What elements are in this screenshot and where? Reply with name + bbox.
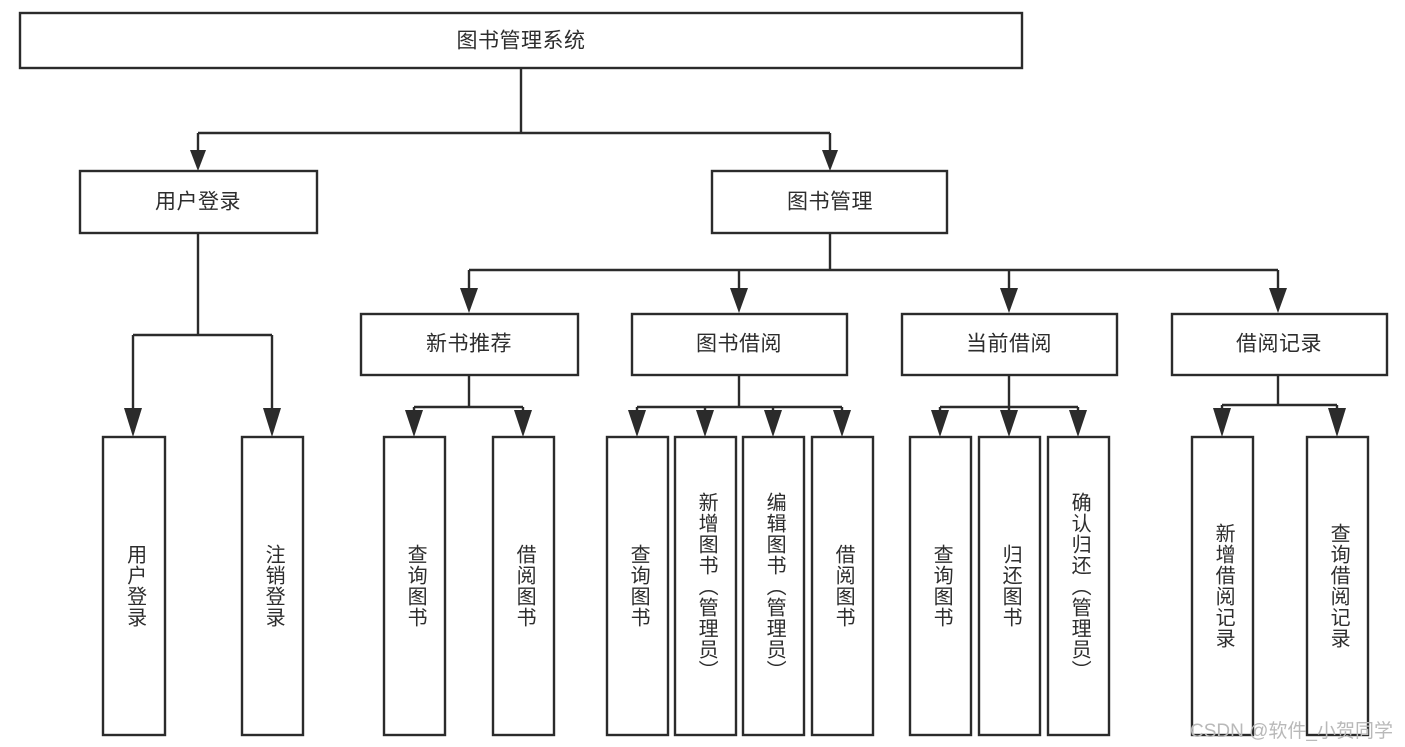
arrowhead-leaf-logout — [263, 408, 281, 437]
node-leaf-query-book-3-box[interactable] — [908, 435, 973, 737]
node-leaf-add-record-box[interactable] — [1190, 435, 1255, 737]
node-user-login-label: 用户登录 — [155, 191, 241, 214]
arrowhead-leaf-borrow-book-2 — [833, 410, 851, 437]
node-leaf-edit-book-label: 编辑图书（管理员） — [763, 491, 786, 681]
arrowhead-leaf-edit-book — [764, 410, 782, 437]
node-new-book-rec[interactable]: 新书推荐 — [359, 312, 580, 377]
node-current-borrow-label: 当前借阅 — [966, 333, 1052, 356]
node-leaf-user-login[interactable]: 用户登录 — [101, 435, 167, 737]
node-leaf-edit-book-box[interactable] — [741, 435, 806, 737]
node-borrow-record-label: 借阅记录 — [1236, 333, 1322, 356]
node-leaf-add-book-box[interactable] — [673, 435, 738, 737]
csdn-watermark: CSDN @软件_小贺同学 — [1190, 721, 1393, 742]
arrowhead-new-book-rec — [460, 288, 478, 313]
arrowhead-book-borrow — [730, 288, 748, 313]
arrowhead-leaf-add-record — [1213, 408, 1231, 437]
node-new-book-rec-label: 新书推荐 — [426, 333, 512, 356]
node-leaf-query-book-2[interactable]: 查询图书 — [605, 435, 670, 737]
node-leaf-query-record[interactable]: 查询借阅记录 — [1305, 435, 1370, 737]
node-leaf-confirm-return-label: 确认归还（管理员） — [1068, 491, 1091, 681]
node-leaf-borrow-book-1[interactable]: 借阅图书 — [491, 435, 556, 737]
node-leaf-add-record-label: 新增借阅记录 — [1212, 523, 1235, 649]
node-leaf-borrow-book-2-box[interactable] — [810, 435, 875, 737]
arrowhead-leaf-query-book-2 — [628, 410, 646, 437]
arrowhead-leaf-query-book-3 — [931, 410, 949, 437]
node-leaf-confirm-return[interactable]: 确认归还（管理员） — [1046, 435, 1111, 737]
node-book-manage-box[interactable] — [710, 169, 949, 235]
node-book-borrow-box[interactable] — [630, 312, 849, 377]
arrowhead-leaf-query-record — [1328, 408, 1346, 437]
node-leaf-query-book-1-label: 查询图书 — [404, 544, 427, 628]
arrowhead-current-borrow — [1000, 288, 1018, 313]
node-leaf-query-record-box[interactable] — [1305, 435, 1370, 737]
node-borrow-record-box[interactable] — [1170, 312, 1389, 377]
node-leaf-query-book-1-box[interactable] — [382, 435, 447, 737]
node-leaf-edit-book[interactable]: 编辑图书（管理员） — [741, 435, 806, 737]
node-leaf-query-book-2-label: 查询图书 — [627, 544, 650, 628]
arrowhead-borrow-record — [1269, 288, 1287, 313]
node-book-borrow[interactable]: 图书借阅 — [630, 312, 849, 377]
node-leaf-user-login-label: 用户登录 — [123, 544, 146, 628]
node-leaf-borrow-book-1-box[interactable] — [491, 435, 556, 737]
node-leaf-borrow-book-1-label: 借阅图书 — [513, 544, 536, 628]
node-current-borrow[interactable]: 当前借阅 — [900, 312, 1119, 377]
node-user-login[interactable]: 用户登录 — [78, 169, 319, 235]
arrowhead-leaf-confirm-return — [1069, 410, 1087, 437]
arrowhead-leaf-borrow-book-1 — [514, 410, 532, 437]
node-leaf-return-book-label: 归还图书 — [999, 544, 1022, 628]
node-leaf-add-book[interactable]: 新增图书（管理员） — [673, 435, 738, 737]
node-book-borrow-label: 图书借阅 — [696, 333, 782, 356]
node-leaf-query-book-3-label: 查询图书 — [930, 544, 953, 628]
arrowhead-book-manage — [822, 150, 838, 171]
node-leaf-add-book-label: 新增图书（管理员） — [695, 491, 718, 681]
node-leaf-add-record[interactable]: 新增借阅记录 — [1190, 435, 1255, 737]
node-leaf-borrow-book-2[interactable]: 借阅图书 — [810, 435, 875, 737]
node-root-box[interactable] — [18, 11, 1024, 70]
node-leaf-user-login-box[interactable] — [101, 435, 167, 737]
node-root[interactable]: 图书管理系统 — [18, 11, 1024, 70]
connectors — [124, 68, 1346, 437]
arrowhead-leaf-user-login — [124, 408, 142, 437]
arrowhead-leaf-return-book — [1000, 410, 1018, 437]
node-leaf-query-book-1[interactable]: 查询图书 — [382, 435, 447, 737]
node-current-borrow-box[interactable] — [900, 312, 1119, 377]
arrowhead-user-login — [190, 150, 206, 171]
arrowhead-leaf-query-book-1 — [405, 410, 423, 437]
node-book-manage-label: 图书管理 — [787, 191, 873, 214]
node-leaf-query-record-label: 查询借阅记录 — [1327, 523, 1350, 649]
node-new-book-rec-box[interactable] — [359, 312, 580, 377]
node-leaf-query-book-2-box[interactable] — [605, 435, 670, 737]
arrowhead-leaf-add-book — [696, 410, 714, 437]
node-root-label: 图书管理系统 — [457, 30, 586, 53]
node-leaf-borrow-book-2-label: 借阅图书 — [832, 544, 855, 628]
node-leaf-confirm-return-box[interactable] — [1046, 435, 1111, 737]
node-user-login-box[interactable] — [78, 169, 319, 235]
node-leaf-return-book-box[interactable] — [977, 435, 1042, 737]
node-leaf-query-book-3[interactable]: 查询图书 — [908, 435, 973, 737]
node-borrow-record[interactable]: 借阅记录 — [1170, 312, 1389, 377]
node-leaf-logout-label: 注销登录 — [262, 544, 285, 628]
node-leaf-logout[interactable]: 注销登录 — [240, 435, 305, 737]
node-leaf-return-book[interactable]: 归还图书 — [977, 435, 1042, 737]
node-leaf-logout-box[interactable] — [240, 435, 305, 737]
node-book-manage[interactable]: 图书管理 — [710, 169, 949, 235]
